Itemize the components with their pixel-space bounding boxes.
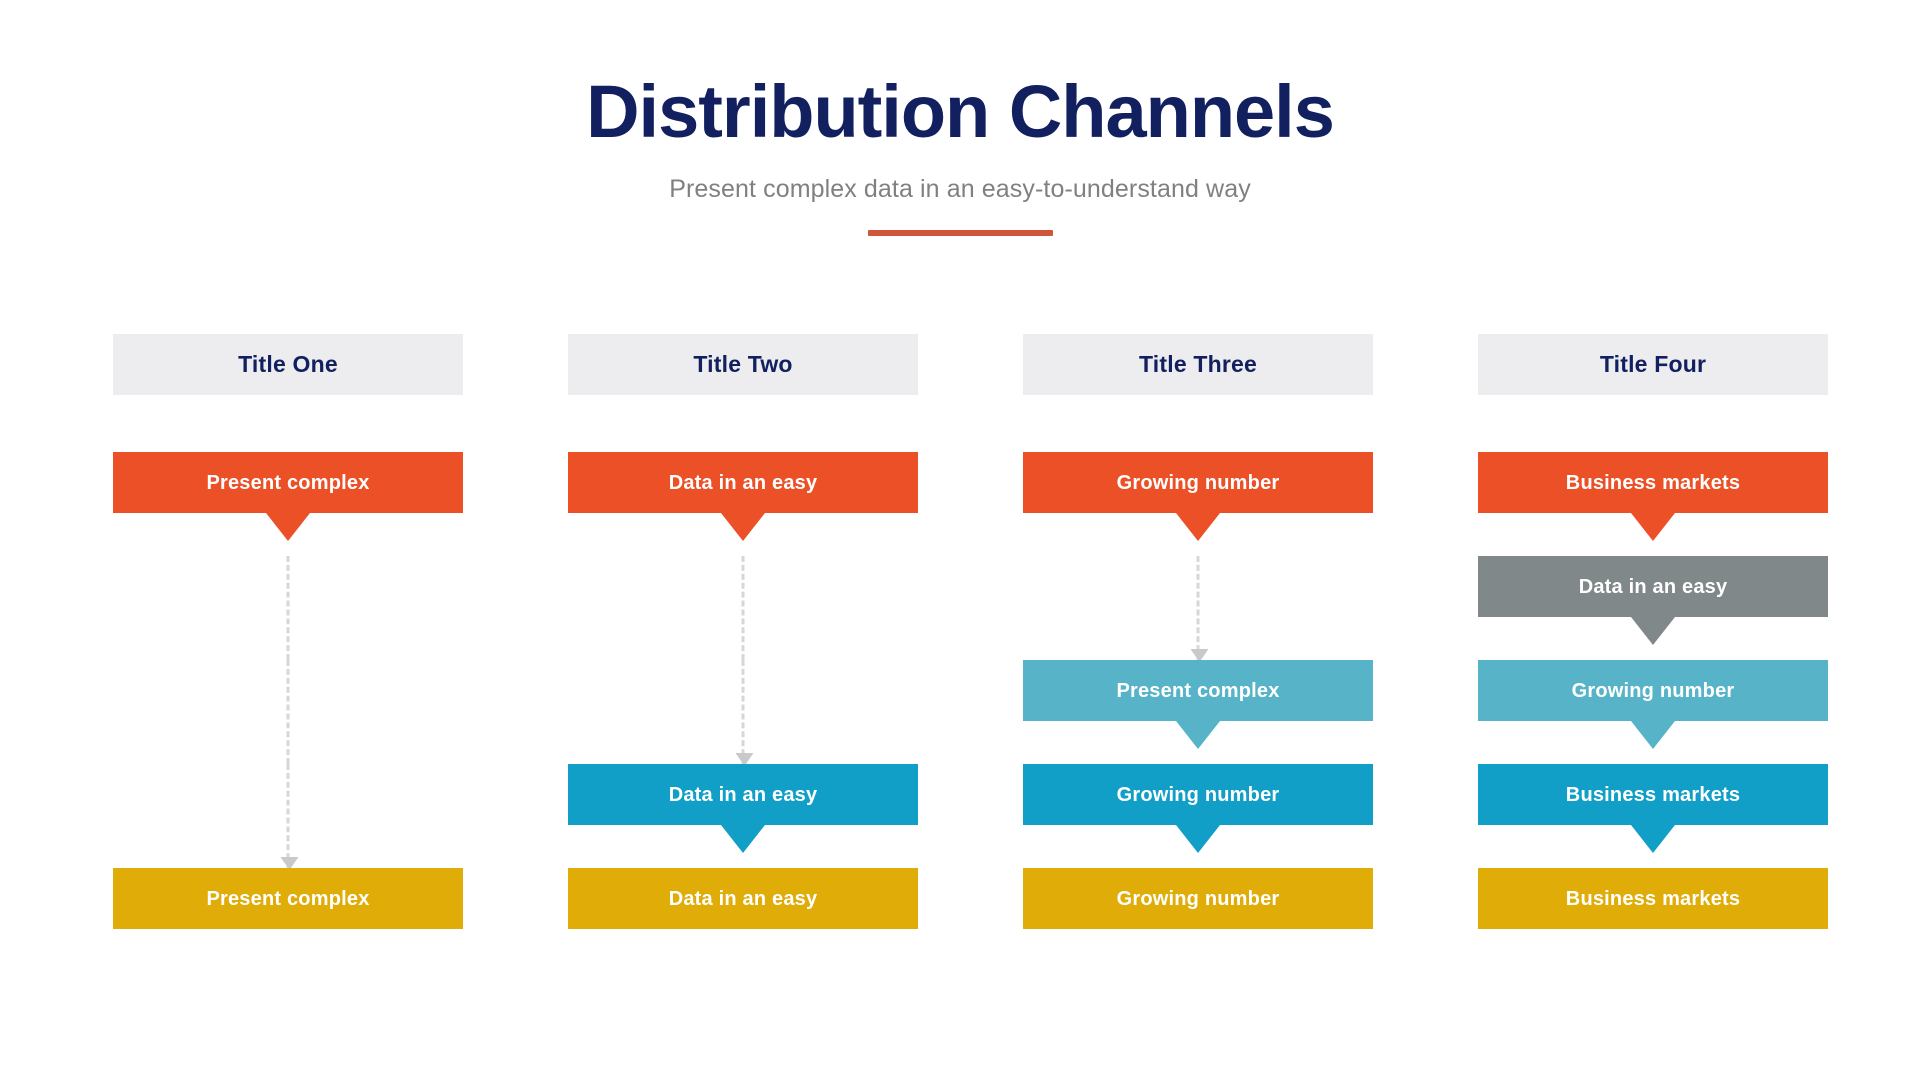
dashed-connector: [741, 556, 745, 660]
box-tail-triangle-icon: [721, 825, 765, 853]
channel-box-label: Present complex: [206, 471, 370, 494]
stack-slot: Data in an easy: [568, 868, 918, 972]
channel-box-label: Business markets: [1565, 887, 1741, 910]
stack-slot: Growing number: [1478, 660, 1828, 764]
slide-header: Distribution Channels Present complex da…: [0, 0, 1920, 236]
channel-box-label: Data in an easy: [668, 887, 818, 910]
stack-slot: [113, 660, 463, 764]
stack-slot: [568, 660, 918, 766]
dashed-connector: [286, 556, 290, 660]
stack-slot: [113, 556, 463, 660]
box-tail-triangle-icon: [1176, 825, 1220, 853]
channel-box[interactable]: Growing number: [1478, 660, 1828, 749]
box-tail-triangle-icon: [721, 513, 765, 541]
column-header-3[interactable]: Title Three: [1023, 334, 1373, 395]
arrow-down-icon: [735, 753, 754, 766]
stack-slot: Data in an easy: [568, 452, 918, 556]
column-header-1[interactable]: Title One: [113, 334, 463, 395]
page-subtitle: Present complex data in an easy-to-under…: [669, 175, 1251, 203]
arrow-down-icon: [1190, 649, 1209, 662]
channel-box-label: Growing number: [1116, 887, 1280, 910]
column-header-4[interactable]: Title Four: [1478, 334, 1828, 395]
channel-box-label: Business markets: [1565, 471, 1741, 494]
stack-slot: Growing number: [1023, 868, 1373, 972]
channel-box-label: Growing number: [1116, 783, 1280, 806]
box-tail-triangle-icon: [1631, 721, 1675, 749]
channel-box-label: Present complex: [1116, 679, 1280, 702]
channel-box[interactable]: Data in an easy: [1478, 556, 1828, 645]
channel-box-label: Data in an easy: [668, 471, 818, 494]
stack-slot: Growing number: [1023, 764, 1373, 868]
channel-box[interactable]: Present complex: [113, 868, 463, 929]
channel-box[interactable]: Data in an easy: [568, 868, 918, 929]
box-tail-triangle-icon: [1176, 513, 1220, 541]
dashed-connector: [1190, 556, 1209, 662]
stack-slot: Present complex: [113, 452, 463, 556]
channel-box[interactable]: Business markets: [1478, 868, 1828, 929]
channel-box-label: Growing number: [1571, 679, 1735, 702]
stack-slot: Data in an easy: [1478, 556, 1828, 660]
box-tail-triangle-icon: [1176, 721, 1220, 749]
box-tail-triangle-icon: [266, 513, 310, 541]
stack-slot: Business markets: [1478, 452, 1828, 556]
channel-box[interactable]: Business markets: [1478, 452, 1828, 541]
channel-box-label: Business markets: [1565, 783, 1741, 806]
channel-box-label: Present complex: [206, 887, 370, 910]
stack-slot: Present complex: [113, 868, 463, 972]
stack-slot: [1023, 556, 1373, 662]
channel-box[interactable]: Data in an easy: [568, 764, 918, 853]
dashed-connector: [280, 764, 299, 870]
stack-slot: Business markets: [1478, 764, 1828, 868]
stack-slot: Growing number: [1023, 452, 1373, 556]
channel-box[interactable]: Growing number: [1023, 452, 1373, 541]
page-title: Distribution Channels: [586, 70, 1335, 153]
box-tail-triangle-icon: [1631, 617, 1675, 645]
channel-box[interactable]: Growing number: [1023, 764, 1373, 853]
channel-box[interactable]: Present complex: [1023, 660, 1373, 749]
channel-box[interactable]: Growing number: [1023, 868, 1373, 929]
channel-box-label: Data in an easy: [668, 783, 818, 806]
channel-box[interactable]: Business markets: [1478, 764, 1828, 853]
box-tail-triangle-icon: [1631, 513, 1675, 541]
column-header-2[interactable]: Title Two: [568, 334, 918, 395]
stack-slot: Business markets: [1478, 868, 1828, 972]
channel-box-label: Data in an easy: [1578, 575, 1728, 598]
stack-slot: Present complex: [1023, 660, 1373, 764]
stack-slot: Data in an easy: [568, 764, 918, 868]
arrow-down-icon: [280, 857, 299, 870]
dashed-connector: [735, 660, 754, 766]
stack-slot: [113, 764, 463, 870]
channel-box[interactable]: Data in an easy: [568, 452, 918, 541]
channel-box-label: Growing number: [1116, 471, 1280, 494]
stack-slot: [568, 556, 918, 660]
dashed-connector: [286, 660, 290, 764]
box-tail-triangle-icon: [1631, 825, 1675, 853]
channel-box[interactable]: Present complex: [113, 452, 463, 541]
title-divider: [867, 230, 1053, 236]
